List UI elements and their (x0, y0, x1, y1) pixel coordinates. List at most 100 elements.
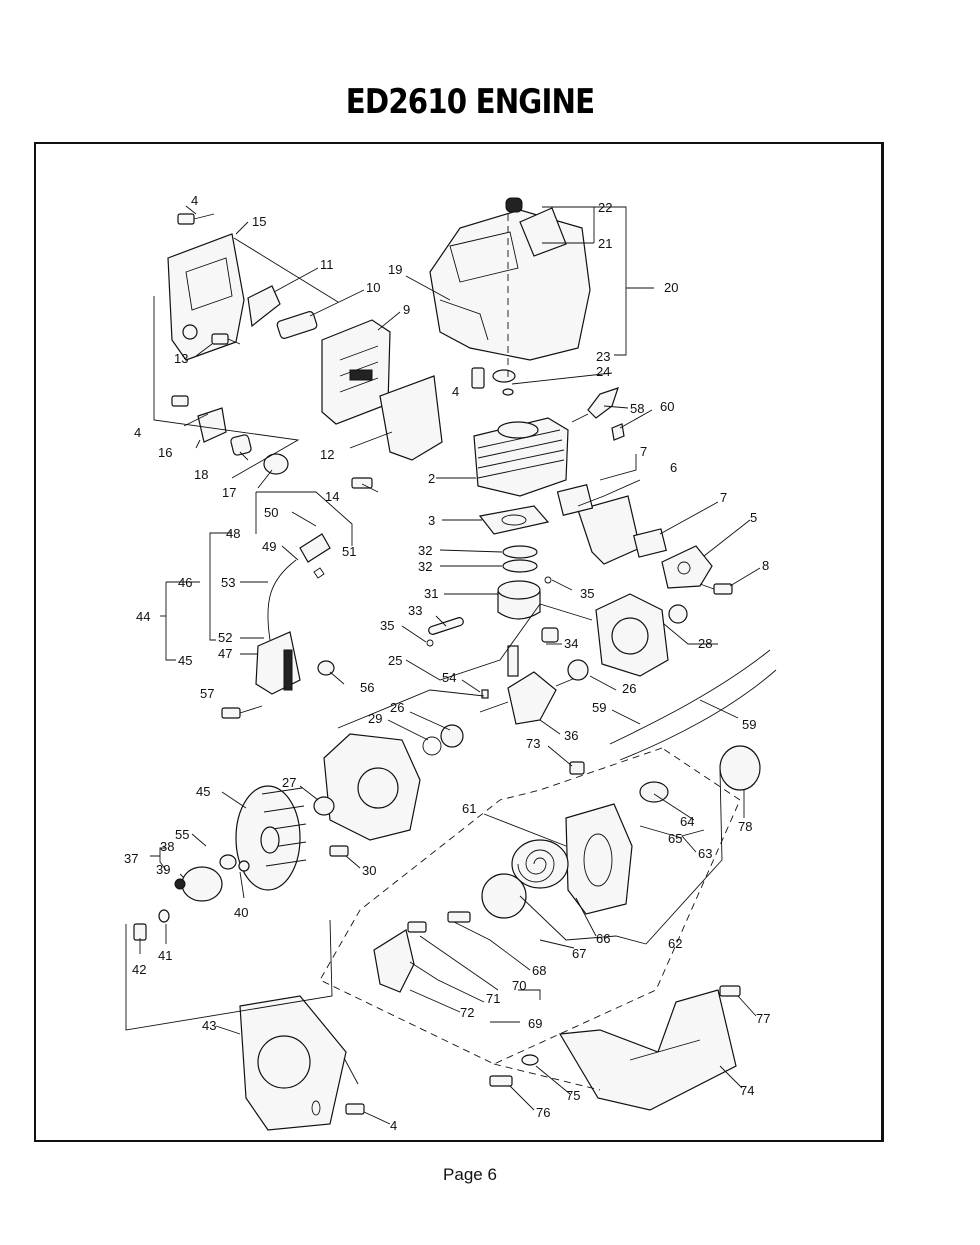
clip-35 (426, 576, 552, 647)
starter-pulley-72 (373, 929, 415, 993)
callouts: 4 15 11 10 9 13 19 22 21 20 23 24 4 58 6… (124, 193, 770, 1133)
callout-label: 48 (226, 526, 240, 541)
callout-label: 37 (124, 851, 138, 866)
part-16-18-17 (171, 395, 289, 475)
callout-label: 56 (360, 680, 374, 695)
callout-label: 13 (174, 351, 188, 366)
bolt-73 (569, 761, 585, 775)
callout-label: 65 (668, 831, 682, 846)
callout-label: 14 (325, 489, 339, 504)
callout-label: 3 (428, 513, 435, 528)
bolt-76-77 (489, 985, 741, 1087)
leader-lines (125, 205, 761, 1125)
bolt-68 (447, 911, 471, 923)
page-number: Page 6 (443, 1165, 497, 1184)
spark-plug-58 (571, 387, 619, 423)
callout-label: 69 (528, 1016, 542, 1031)
callout-label: 20 (664, 280, 678, 295)
key-54 (481, 689, 489, 699)
callout-label: 76 (536, 1105, 550, 1120)
diagram-frame (34, 142, 884, 1142)
bracket-11 (247, 285, 281, 328)
cylinder-cover (429, 207, 591, 361)
callout-label: 5 (750, 510, 757, 525)
callout-label: 43 (202, 1018, 216, 1033)
callout-label: 35 (380, 618, 394, 633)
flywheel-45 (235, 785, 307, 891)
callout-label: 32 (418, 543, 432, 558)
oil-seal-27 (313, 796, 335, 816)
callout-label: 67 (572, 946, 586, 961)
stop-cable-59 (609, 649, 777, 761)
callout-label: 64 (680, 814, 694, 829)
callout-label: 63 (698, 846, 712, 861)
callout-label: 29 (368, 711, 382, 726)
callout-label: 31 (424, 586, 438, 601)
callout-label: 7 (640, 444, 647, 459)
callout-label: 68 (532, 963, 546, 978)
clutch-assembly (174, 854, 250, 902)
cylinder-2 (473, 417, 569, 497)
callout-label: 23 (596, 349, 610, 364)
callout-label: 24 (596, 364, 610, 379)
callout-label: 16 (158, 445, 172, 460)
collar-56 (317, 660, 335, 676)
callout-label: 7 (720, 490, 727, 505)
screw-4-top (177, 213, 215, 225)
crankshaft-36 (479, 645, 581, 725)
callout-label: 6 (670, 460, 677, 475)
gasket-10 (276, 311, 318, 339)
crankcase-left (323, 733, 421, 841)
callout-label: 61 (462, 801, 476, 816)
callout-label: 73 (526, 736, 540, 751)
washer-23-24 (492, 369, 516, 396)
pawl-70 (407, 921, 427, 933)
callout-label: 41 (158, 948, 172, 963)
callout-label: 25 (388, 653, 402, 668)
callout-label: 62 (668, 936, 682, 951)
piston-31 (497, 580, 541, 620)
callout-label: 53 (221, 575, 235, 590)
muffler-9 (321, 319, 391, 425)
insulator-6 (577, 495, 641, 565)
callout-label: 38 (160, 839, 174, 854)
callout-label: 17 (222, 485, 236, 500)
bolt-57 (221, 705, 263, 719)
callout-label: 42 (132, 962, 146, 977)
callout-label: 4 (134, 425, 141, 440)
callout-label: 34 (564, 636, 578, 651)
callout-label: 47 (218, 646, 232, 661)
callout-label: 10 (366, 280, 380, 295)
callout-label: 9 (403, 302, 410, 317)
callout-label: 55 (175, 827, 189, 842)
callout-label: 39 (156, 862, 170, 877)
callout-label: 11 (320, 257, 334, 272)
callout-label: 45 (178, 653, 192, 668)
bolt-8 (699, 583, 733, 595)
callout-label: 28 (698, 636, 712, 651)
callout-label: 12 (320, 447, 334, 462)
clip-60 (611, 423, 625, 441)
callout-label: 33 (408, 603, 422, 618)
callout-label: 26 (390, 700, 404, 715)
callout-label: 27 (282, 775, 296, 790)
callout-label: 30 (362, 863, 376, 878)
callout-label: 18 (194, 467, 208, 482)
recoil-starter (481, 745, 761, 919)
callout-label: 19 (388, 262, 402, 277)
callout-label: 57 (200, 686, 214, 701)
callout-label: 44 (136, 609, 150, 624)
crankcase-right (595, 593, 669, 677)
callout-label: 59 (742, 717, 756, 732)
callout-label: 49 (262, 539, 276, 554)
callout-label: 32 (418, 559, 432, 574)
callout-label: 45 (196, 784, 210, 799)
bolt-30 (329, 845, 349, 857)
callout-label: 77 (756, 1011, 770, 1026)
callout-label: 15 (252, 214, 266, 229)
callout-label: 54 (442, 670, 456, 685)
bolt-42 (133, 909, 170, 941)
callout-label: 71 (486, 991, 500, 1006)
callout-label: 21 (598, 236, 612, 251)
callout-label: 4 (390, 1118, 397, 1133)
